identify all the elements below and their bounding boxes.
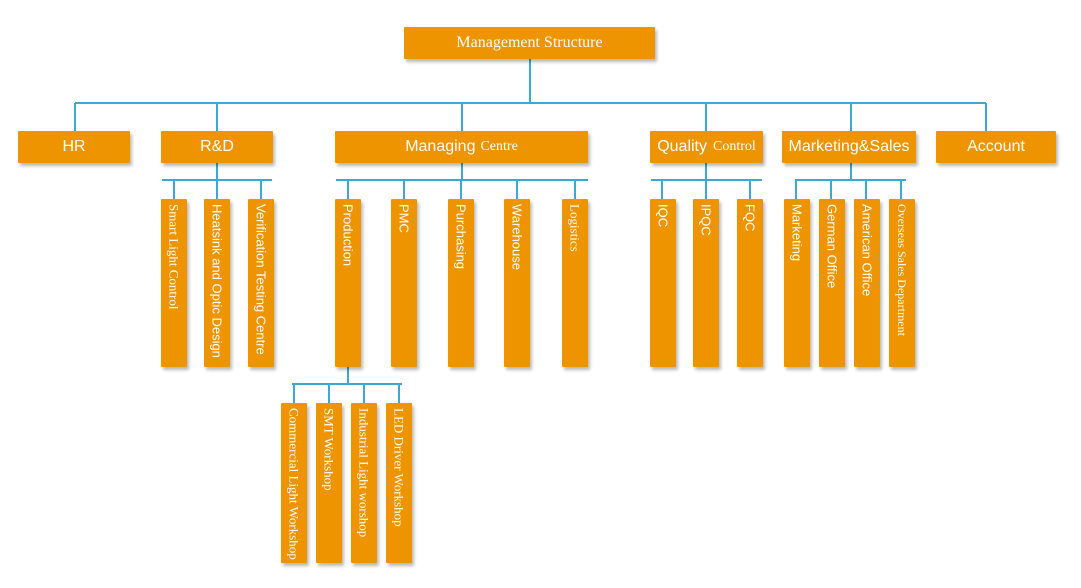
marketing-unit-label: Marketing (789, 204, 805, 262)
managing-unit-label: Production (340, 204, 356, 267)
managing-unit: Logistics (562, 199, 588, 367)
managing-unit-label: Purchasing (453, 204, 469, 270)
managing-unit: PMC (391, 199, 417, 367)
quality-unit: IQC (650, 199, 676, 367)
rd-unit-label: Smart Light Control (166, 204, 182, 310)
rd-unit: Verification Testing Centre (248, 199, 274, 367)
managing-unit-label: Warehouse (509, 204, 525, 270)
production-unit-label: SMT Workshop (321, 408, 337, 491)
rd-unit: Heatsink and Optic Design (204, 199, 230, 367)
root-label: Management Structure (456, 34, 603, 51)
marketing-unit: American Office (854, 199, 880, 367)
production-unit: Industrial Light worshop (351, 403, 377, 563)
production-unit-label: LED Driver Workshop (391, 408, 407, 527)
managing-unit-label: Logistics (567, 204, 583, 252)
dept-managing-centre: Managing Centre (335, 131, 588, 163)
dept-quality-control: Quality Control (650, 131, 763, 163)
production-unit: Commercial Light Workshop (281, 403, 307, 563)
dept-hr-label: HR (62, 138, 86, 155)
quality-unit: FQC (737, 199, 763, 367)
dept-rd-label: R&D (200, 138, 234, 155)
marketing-unit: German Office (819, 199, 845, 367)
marketing-unit-label: Overseas Sales Department (895, 204, 909, 336)
rd-unit-label: Verification Testing Centre (253, 204, 269, 355)
quality-unit-label: IPQC (698, 204, 714, 236)
managing-unit: Purchasing (448, 199, 474, 367)
quality-unit: IPQC (693, 199, 719, 367)
managing-unit: Production (335, 199, 361, 367)
dept-managing-label: Managing (405, 138, 476, 155)
marketing-unit-label: German Office (824, 204, 840, 289)
dept-managing-sublabel: Centre (480, 139, 518, 154)
production-unit-label: Industrial Light worshop (356, 408, 372, 538)
rd-unit: Smart Light Control (161, 199, 187, 367)
managing-unit-label: PMC (396, 204, 412, 233)
dept-rd: R&D (161, 131, 273, 163)
dept-hr: HR (18, 131, 130, 163)
quality-unit-label: FQC (742, 204, 758, 232)
dept-marketing-label: Marketing&Sales (788, 138, 910, 155)
rd-unit-label: Heatsink and Optic Design (209, 204, 225, 358)
dept-marketing-sales: Marketing&Sales (782, 131, 916, 163)
production-unit-label: Commercial Light Workshop (286, 408, 302, 560)
dept-account-label: Account (967, 138, 1025, 155)
dept-quality-sublabel: Control (713, 139, 756, 154)
production-unit: LED Driver Workshop (386, 403, 412, 563)
dept-quality-label: Quality (657, 138, 707, 155)
dept-account: Account (936, 131, 1056, 163)
managing-unit: Warehouse (504, 199, 530, 367)
root-node: Management Structure (404, 27, 655, 59)
quality-unit-label: IQC (655, 204, 671, 228)
marketing-unit: Marketing (784, 199, 810, 367)
marketing-unit-label: American Office (859, 204, 875, 297)
marketing-unit: Overseas Sales Department (889, 199, 915, 367)
production-unit: SMT Workshop (316, 403, 342, 563)
